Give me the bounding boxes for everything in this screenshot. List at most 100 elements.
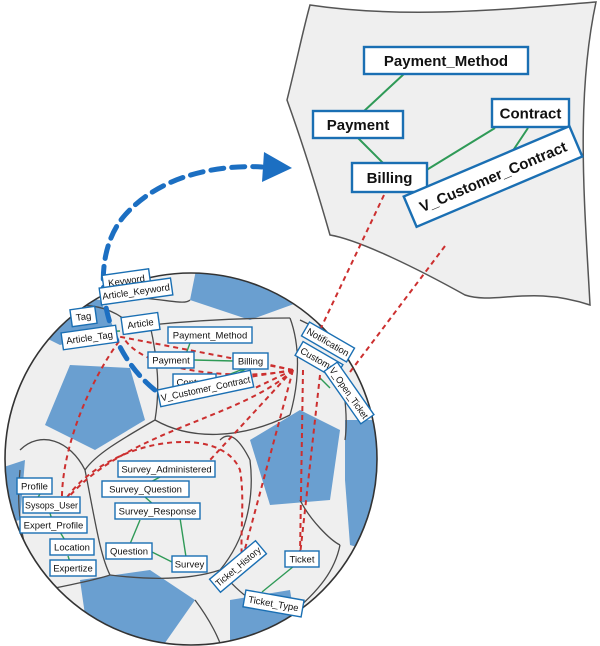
- ball-edge: [129, 519, 141, 545]
- ball-node-profile: Profile: [16, 477, 53, 495]
- node-box: [350, 161, 429, 194]
- node-label: Payment: [152, 355, 190, 366]
- blue-patch: [250, 410, 340, 505]
- node-label: Tag: [75, 311, 92, 324]
- node-box: [120, 311, 161, 336]
- ball-edge: [179, 517, 187, 558]
- ball-edge: [193, 359, 235, 362]
- node-label: Payment: [327, 117, 390, 134]
- ball-edge: [151, 551, 173, 563]
- zoom-panel: [286, 1, 597, 307]
- node-box: [362, 45, 530, 76]
- node-label: Sysops_User: [25, 500, 78, 511]
- red-link: [124, 339, 294, 376]
- panel-node-bil: Billing: [350, 161, 429, 194]
- node-label: Payment_Method: [173, 330, 247, 341]
- node-box: [117, 460, 216, 478]
- node-box: [402, 124, 584, 229]
- node-box: [300, 321, 356, 363]
- panel-node-pay: Payment: [311, 109, 405, 140]
- blue-patch: [345, 420, 377, 560]
- ball-node-ticket: Ticket: [284, 550, 320, 568]
- ball-node-tag: Tag: [69, 305, 98, 328]
- red-link: [299, 369, 304, 556]
- node-box: [232, 352, 269, 370]
- node-box: [114, 502, 201, 520]
- soccer-ball: [4, 272, 378, 646]
- ball-edge: [261, 565, 295, 593]
- node-label: Contract: [500, 105, 562, 122]
- ball-node-location: Location: [49, 538, 95, 556]
- node-label: Expert_Profile: [24, 520, 84, 531]
- arrowhead-icon: [262, 152, 292, 182]
- node-box: [208, 539, 268, 594]
- blue-patch: [190, 273, 305, 320]
- ball-node-b-billing: Billing: [232, 352, 269, 370]
- ball-node-survey-question: Survey_Question: [101, 480, 190, 498]
- node-box: [19, 516, 88, 534]
- node-label: Article: [127, 317, 155, 332]
- ball-node-survey-response: Survey_Response: [114, 502, 201, 520]
- ball-node-sysops-user: Sysops_User: [22, 496, 81, 514]
- node-label: Payment_Method: [384, 53, 508, 70]
- red-link: [209, 369, 294, 461]
- red-link: [61, 369, 294, 506]
- ball-node-expertize: Expertize: [49, 559, 97, 577]
- red-link: [60, 339, 121, 506]
- node-box: [242, 589, 305, 618]
- node-box: [69, 305, 98, 328]
- ball-node-question: Question: [105, 542, 153, 560]
- node-label: Question: [110, 546, 148, 557]
- node-box: [105, 542, 153, 560]
- node-box: [490, 97, 571, 129]
- node-box: [22, 496, 81, 514]
- red-link: [61, 440, 244, 561]
- node-box: [60, 324, 119, 351]
- ball-node-article-keyword: Article_Keyword: [98, 277, 174, 306]
- node-box: [49, 538, 95, 556]
- blue-patch: [45, 365, 145, 450]
- ball-node-article: Article: [120, 311, 161, 336]
- ball-node-article-tag: Article_Tag: [60, 324, 119, 351]
- node-label: Survey_Question: [109, 484, 182, 495]
- panel-node-pm: Payment_Method: [362, 45, 530, 76]
- node-box: [16, 477, 53, 495]
- red-link: [299, 374, 321, 556]
- red-link: [241, 369, 294, 561]
- node-label: Survey_Administered: [121, 464, 211, 475]
- node-box: [171, 555, 208, 573]
- node-box: [311, 109, 405, 140]
- node-box: [167, 326, 253, 344]
- node-label: Survey_Response: [119, 506, 197, 517]
- node-label: Expertize: [53, 563, 93, 574]
- node-box: [101, 480, 190, 498]
- node-box: [98, 277, 174, 306]
- node-box: [284, 550, 320, 568]
- node-box: [49, 559, 97, 577]
- node-box: [156, 369, 255, 408]
- node-box: [323, 361, 375, 425]
- red-link: [254, 369, 294, 389]
- ball-node-survey-administered: Survey_Administered: [117, 460, 216, 478]
- ball-edge: [319, 377, 331, 389]
- node-label: Billing: [367, 170, 413, 187]
- ball-node-survey: Survey: [171, 555, 208, 573]
- node-label: Ticket: [290, 554, 315, 565]
- node-label: Billing: [238, 356, 263, 367]
- ball-node-b-payment-method: Payment_Method: [167, 326, 253, 344]
- panel-edge: [419, 127, 496, 175]
- panel-edge: [362, 72, 406, 113]
- zoom-link: [319, 194, 385, 331]
- node-label: Survey: [175, 559, 205, 570]
- node-label: Profile: [21, 481, 48, 492]
- panel-node-con: Contract: [490, 97, 571, 129]
- ball-node-expert-profile: Expert_Profile: [19, 516, 88, 534]
- node-box: [147, 351, 195, 369]
- ball-node-ticket-type: Ticket_Type: [242, 589, 305, 618]
- node-label: Location: [54, 542, 90, 553]
- panel-edge: [356, 136, 384, 164]
- ball-node-b-payment: Payment: [147, 351, 195, 369]
- blue-patch: [5, 460, 25, 525]
